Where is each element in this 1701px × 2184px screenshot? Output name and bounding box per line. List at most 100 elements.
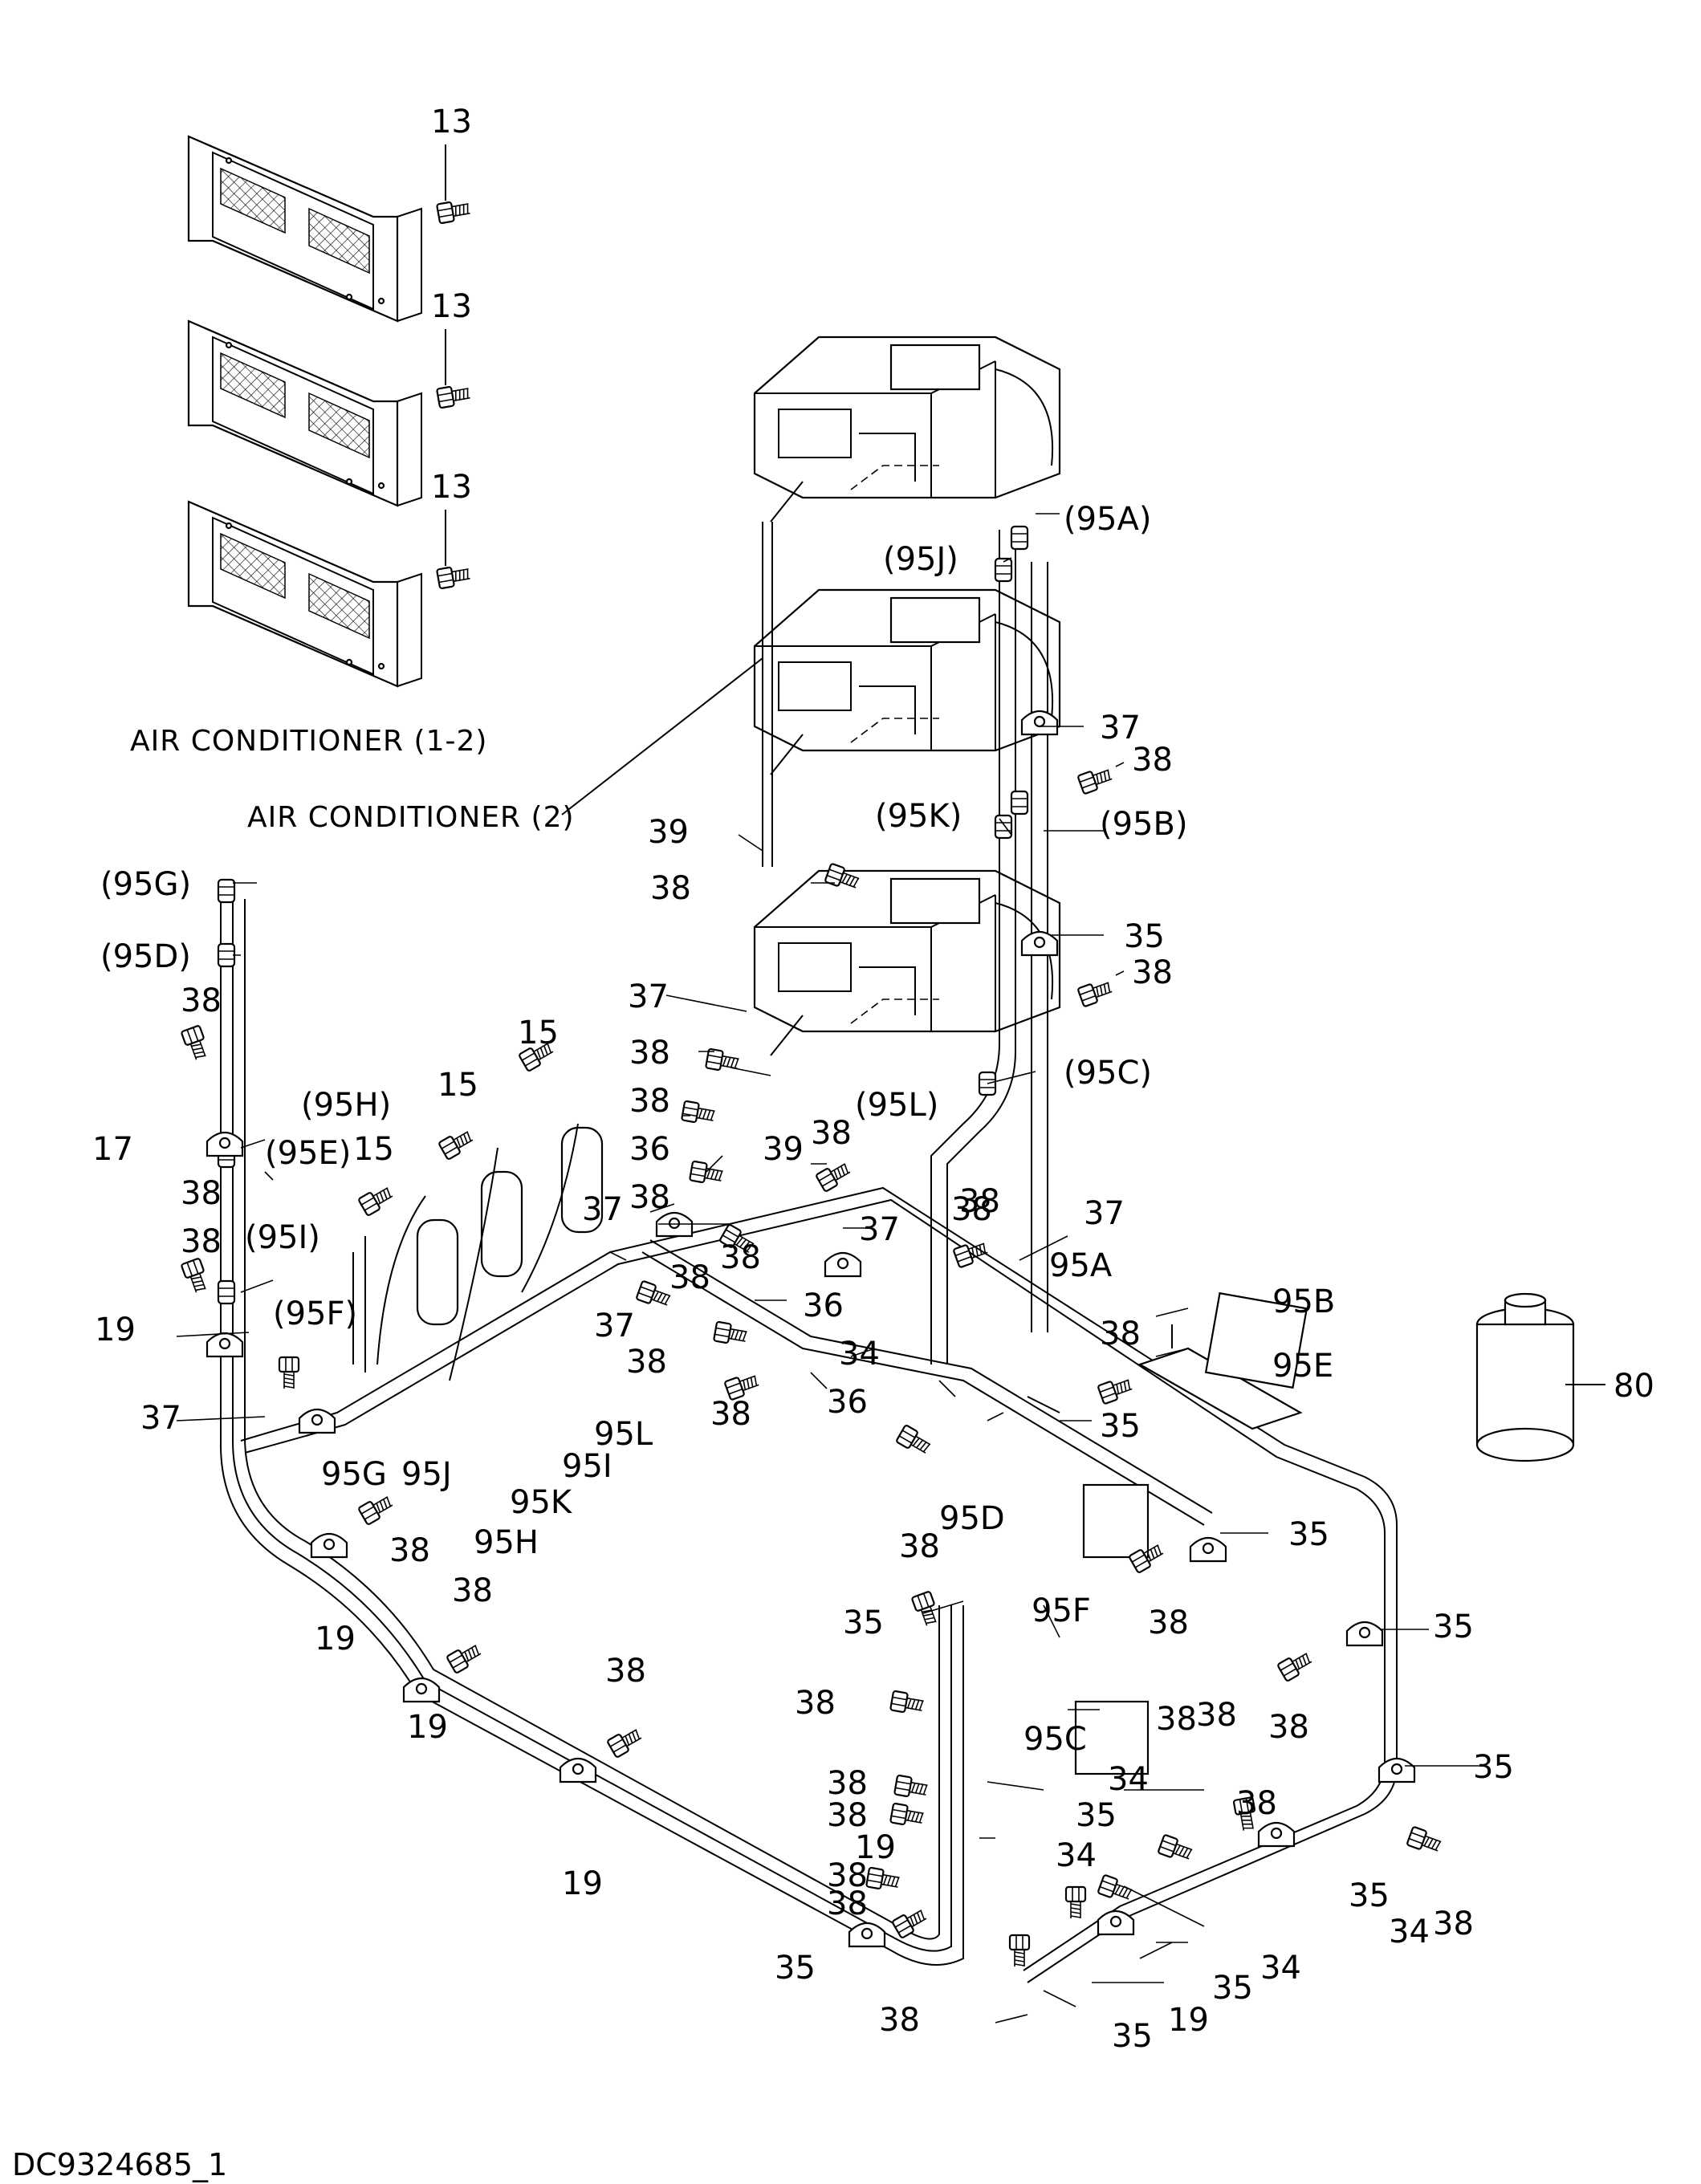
callout-label: 95F <box>1032 1592 1091 1629</box>
callout-label: 38 <box>827 1765 868 1802</box>
callout-label: 38 <box>951 1191 992 1228</box>
callout-label: 38 <box>1148 1604 1189 1641</box>
callout-label: 38 <box>827 1797 868 1834</box>
callout-label: 80 <box>1614 1368 1654 1405</box>
callout-label: 35 <box>1433 1609 1474 1645</box>
callout-label: 36 <box>827 1384 868 1421</box>
caption-air-conditioner-1-2: AIR CONDITIONER (1-2) <box>130 725 487 758</box>
callout-label: 35 <box>1112 2018 1153 2055</box>
callout-label: 38 <box>181 1175 222 1212</box>
callout-label: 38 <box>959 1183 1000 1220</box>
callout-label: (95D) <box>100 938 191 975</box>
callout-label: 38 <box>629 1035 670 1072</box>
callout-label: 38 <box>626 1344 667 1381</box>
callout-label: 15 <box>437 1067 478 1104</box>
callout-label: 38 <box>389 1532 430 1569</box>
callout-label: 38 <box>605 1653 646 1690</box>
callout-label: 95I <box>562 1448 612 1485</box>
callout-label: 37 <box>582 1191 623 1228</box>
callout-label: (95I) <box>245 1219 320 1256</box>
callout-label: 19 <box>562 1865 603 1902</box>
callout-label: 38 <box>1132 742 1173 779</box>
callout-label: 13 <box>431 469 472 506</box>
callout-label: 37 <box>628 978 669 1015</box>
callout-label: 38 <box>827 1885 868 1922</box>
callout-label: 15 <box>518 1015 559 1051</box>
callout-label: 38 <box>1132 954 1173 991</box>
callout-label: 34 <box>1056 1837 1097 1874</box>
document-id: DC9324685_1 <box>12 2147 227 2182</box>
upper-pipe-run <box>930 525 1059 1364</box>
callout-label: 19 <box>1168 2002 1209 2039</box>
callout-label: 95G <box>321 1456 387 1493</box>
callout-label: 34 <box>1260 1950 1301 1987</box>
callout-label: 38 <box>1196 1697 1237 1734</box>
callout-label: 95E <box>1272 1348 1333 1385</box>
valve-blocks <box>1027 1291 1308 1775</box>
callout-label: 36 <box>629 1131 670 1168</box>
callout-label: 38 <box>669 1259 710 1296</box>
callout-label: 38 <box>629 1083 670 1120</box>
callout-label: 15 <box>353 1131 394 1168</box>
callout-label: 95H <box>474 1524 539 1561</box>
duct-assembly <box>187 135 472 688</box>
callout-label: 38 <box>1433 1905 1474 1942</box>
callout-labels: 13 13 13 (95A) (95J) 37 38 (95K) (95B) 3… <box>92 104 1654 2055</box>
callout-label: 35 <box>843 1604 884 1641</box>
leader-lines <box>176 513 1605 2023</box>
callout-label: (95A) <box>1064 501 1151 538</box>
callout-label: 37 <box>1084 1195 1125 1232</box>
callout-label: 35 <box>775 1950 816 1987</box>
callout-label: 95D <box>939 1500 1005 1537</box>
callout-label: 19 <box>407 1709 448 1746</box>
callout-label: (95L) <box>855 1087 938 1124</box>
callout-label: 95K <box>510 1484 573 1521</box>
callout-label: 19 <box>95 1312 136 1348</box>
callout-label: (95B) <box>1100 806 1188 843</box>
callout-label: 35 <box>1100 1408 1141 1445</box>
main-pipe-run <box>206 878 964 1966</box>
callout-label: 17 <box>92 1131 133 1168</box>
callout-label: 38 <box>1100 1316 1141 1352</box>
callout-label: (95C) <box>1064 1055 1152 1092</box>
callout-label: 35 <box>1076 1797 1117 1834</box>
callout-label: 38 <box>452 1572 493 1609</box>
callout-label: 38 <box>795 1685 836 1722</box>
callout-label: 37 <box>140 1400 181 1437</box>
callout-label: 39 <box>648 814 689 851</box>
callout-label: 38 <box>1236 1785 1277 1822</box>
callout-label: 13 <box>431 104 472 140</box>
callout-label: (95K) <box>875 798 962 835</box>
callout-label: 95L <box>594 1416 653 1453</box>
callout-label: 38 <box>181 982 222 1019</box>
callout-label: (95F) <box>273 1295 357 1332</box>
callout-label: 38 <box>1156 1701 1197 1738</box>
callout-label: 36 <box>803 1287 844 1324</box>
part-80-cylinder <box>1475 1292 1605 1462</box>
callout-label: 19 <box>315 1621 356 1657</box>
callout-label: 13 <box>431 288 472 325</box>
callout-label: 34 <box>1108 1761 1149 1798</box>
callout-label: 38 <box>629 1179 670 1216</box>
callout-label: 95C <box>1023 1721 1087 1758</box>
callout-label: 39 <box>763 1131 804 1168</box>
callout-label: 38 <box>899 1528 940 1565</box>
callout-label: 37 <box>594 1308 635 1344</box>
callout-label: 38 <box>181 1223 222 1260</box>
callout-label: 37 <box>859 1211 900 1248</box>
callout-label: 35 <box>1349 1877 1390 1914</box>
callout-label: 95A <box>1049 1247 1113 1284</box>
callout-label: 37 <box>1100 710 1141 746</box>
callout-label: 38 <box>720 1239 761 1276</box>
callout-label: 35 <box>1124 918 1165 955</box>
callout-label: 95J <box>401 1456 452 1493</box>
callout-label: 38 <box>827 1857 868 1894</box>
receiver-driers <box>352 1123 604 1381</box>
callout-label: 34 <box>839 1336 880 1373</box>
callout-label: 38 <box>879 2002 920 2039</box>
callout-label: (95J) <box>883 541 958 578</box>
callout-label: 35 <box>1288 1516 1329 1553</box>
air-conditioner-units <box>561 336 1061 1057</box>
callout-label: 38 <box>710 1396 751 1433</box>
